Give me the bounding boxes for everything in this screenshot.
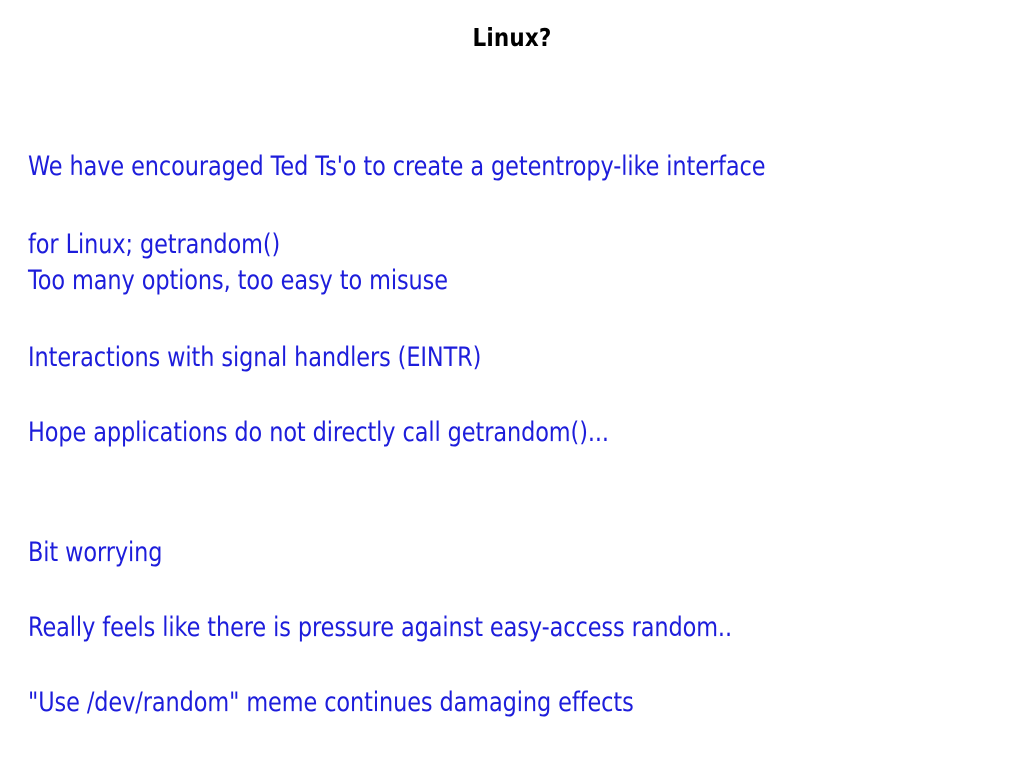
slide-bullet-line: Too many options, too easy to misuse — [28, 265, 448, 296]
slide-bullet-block: "Use /dev/random" meme continues damagin… — [28, 644, 865, 761]
slide-bullet-line: Hope applications do not directly call g… — [28, 417, 609, 448]
slide-bullet-line: for Linux; getrandom() — [28, 229, 281, 260]
slide-bullet-block: Hope applications do not directly call g… — [28, 374, 865, 491]
slide-bullet-line: We have encouraged Ted Ts'o to create a … — [28, 151, 766, 182]
slide-bullet-line: Really feels like there is pressure agai… — [28, 612, 733, 643]
slide-bullet-line: Interactions with signal handlers (EINTR… — [28, 342, 482, 373]
slide-bullet-block: Too many options, too easy to misuse — [28, 222, 865, 339]
slide-bullet-line: Bit worrying — [28, 537, 163, 568]
slide-title: Linux? — [472, 23, 552, 52]
slide-bullet-block: Bit worrying — [28, 494, 865, 611]
slide-bullet-line: "Use /dev/random" meme continues damagin… — [28, 687, 634, 718]
slide-bullet-block: We have encouraged Ted Ts'o to create a … — [28, 108, 865, 303]
slide-bullet-block: Interactions with signal handlers (EINTR… — [28, 299, 865, 416]
slide-bullet-block: Really feels like there is pressure agai… — [28, 569, 865, 686]
